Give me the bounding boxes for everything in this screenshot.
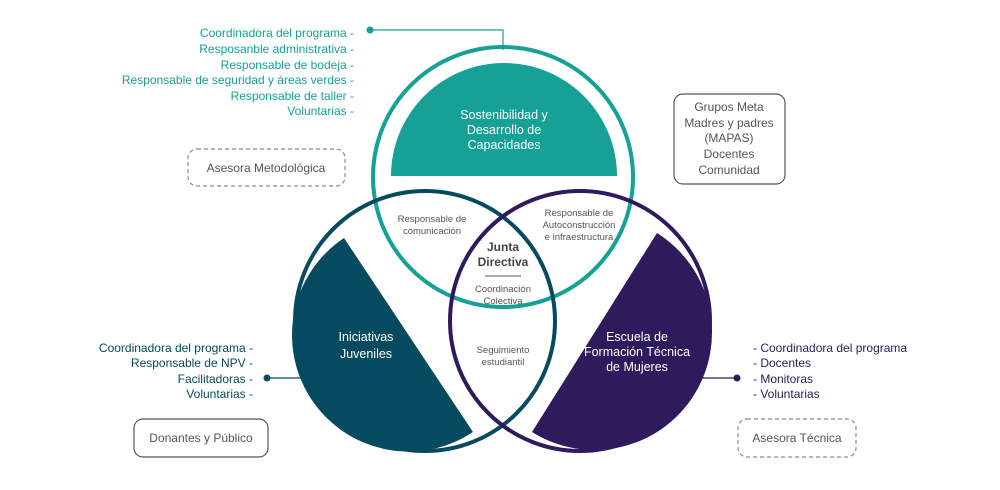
asesora-tecnica-box: Asesora Técnica	[737, 418, 857, 458]
left-circle-label-2: Juveniles	[340, 347, 392, 361]
grupos-meta-line-4: Docentes	[704, 147, 755, 161]
asesora-metodologica-box: Asesora Metodológica	[187, 148, 346, 187]
right-role-2: - Docentes	[753, 356, 811, 370]
overlap-top-left-2: comunicación	[403, 226, 461, 237]
right-connector-dot	[733, 374, 741, 382]
center-title-1: Junta	[487, 240, 519, 254]
overlap-bottom-2: estudiantil	[482, 357, 525, 368]
left-circle-label-1: Iniciativas	[339, 330, 394, 344]
right-circle-label-1: Escuela de	[606, 330, 668, 344]
overlap-top-left-1: Responsable de	[398, 214, 467, 225]
grupos-meta-line-5: Comunidad	[698, 163, 759, 177]
top-circle-label-3: Capacidades	[468, 138, 541, 152]
top-role-4: Responsable de seguridad y áreas verdes …	[122, 73, 354, 87]
grupos-meta-line-2: Madres y padres	[684, 116, 773, 130]
grupos-meta-box: Grupos Meta Madres y padres (MAPAS) Doce…	[673, 93, 786, 185]
top-role-3: Responsable de bodeja -	[221, 58, 354, 72]
left-role-2: Responsable de NPV -	[131, 356, 253, 370]
asesora-tecnica-label: Asesora Técnica	[752, 431, 841, 445]
top-role-1: Coordinadora del programa -	[200, 26, 354, 40]
top-circle-label-1: Sostenibilidad y	[460, 108, 548, 122]
grupos-meta-line-1: Grupos Meta	[694, 100, 764, 114]
right-role-1: - Coordinadora del programa	[753, 341, 907, 355]
donantes-box: Donantes y Público	[133, 418, 269, 458]
left-role-4: Voluntarias -	[186, 387, 253, 401]
overlap-top-right-3: e infraestructura	[545, 232, 614, 243]
center-sub-1: Coordinación	[475, 284, 531, 295]
left-connector-dot	[263, 374, 271, 382]
right-circle	[448, 189, 712, 453]
center-sub-2: Colectiva	[483, 296, 523, 307]
left-role-3: Facilitadoras -	[178, 372, 253, 386]
top-connector-dot	[366, 26, 374, 34]
overlap-top-right-1: Responsable de	[545, 208, 614, 219]
right-role-3: - Monitoras	[753, 372, 813, 386]
top-role-5: Responsable de taller -	[231, 89, 354, 103]
donantes-label: Donantes y Público	[149, 431, 253, 445]
top-circle-fill	[391, 63, 617, 176]
right-role-4: - Voluntarias	[753, 387, 820, 401]
center-title-2: Directiva	[478, 255, 529, 269]
top-circle	[371, 45, 635, 309]
overlap-bottom-1: Seguimiento	[477, 345, 530, 356]
right-circle-label-2: Formación Técnica	[584, 345, 690, 359]
asesora-metodologica-label: Asesora Metodológica	[207, 161, 326, 175]
right-circle-fill	[532, 233, 713, 451]
grupos-meta-line-3: (MAPAS)	[704, 131, 753, 145]
left-role-1: Coordinadora del programa -	[99, 341, 253, 355]
top-role-2: Resposanble administrativa -	[199, 42, 354, 56]
overlap-top-right-2: Autoconstrucción	[543, 220, 616, 231]
top-circle-label-2: Desarrollo de	[467, 123, 541, 137]
right-circle-label-3: de Mujeres	[606, 360, 668, 374]
top-role-6: Voluntarias -	[287, 104, 354, 118]
left-circle	[293, 189, 557, 453]
left-circle-fill	[292, 238, 473, 452]
top-connector-line	[370, 29, 504, 50]
